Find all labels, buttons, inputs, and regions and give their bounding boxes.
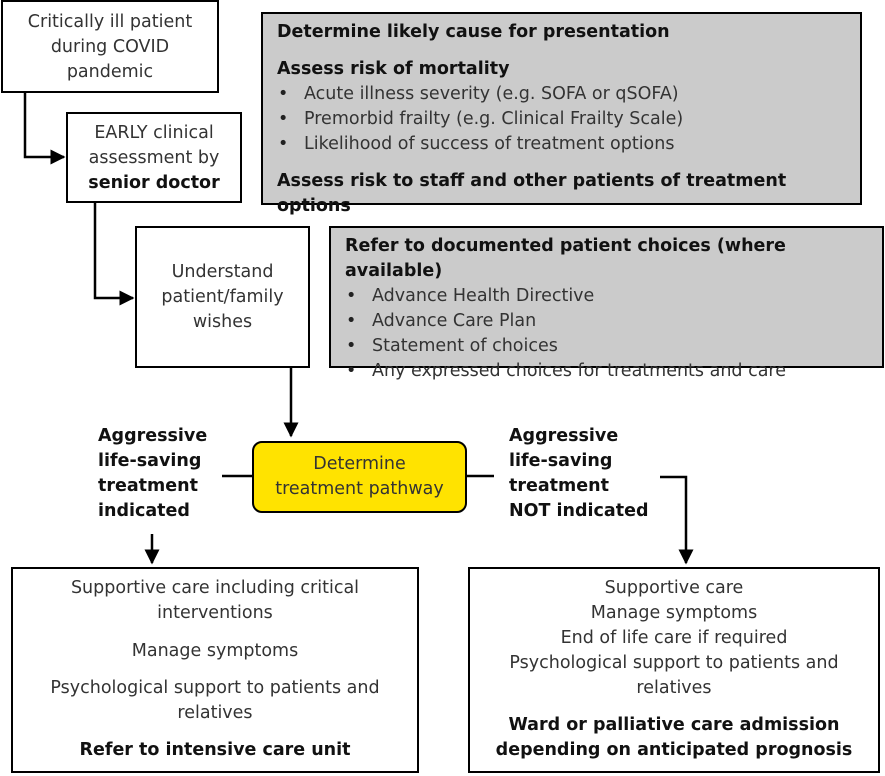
indicated-label-line: treatment	[98, 476, 198, 496]
early-assessment-box: EARLY clinical assessment by senior doct…	[66, 112, 242, 203]
choices-heading: Refer to documented patient choices (whe…	[345, 236, 786, 281]
mortality-list: Acute illness severity (e.g. SOFA or qSO…	[277, 82, 860, 157]
not-indicated-label: Aggressive life-saving treatment NOT ind…	[509, 424, 669, 524]
ward-bold: Ward or palliative care admission	[508, 715, 840, 735]
icu-line: Supportive care including critical	[70, 578, 360, 598]
icu-line: interventions	[157, 603, 273, 623]
wishes-line: wishes	[192, 312, 253, 332]
mortality-heading: Assess risk of mortality	[277, 59, 510, 79]
icu-refer: Refer to intensive care unit	[79, 740, 351, 760]
icu-psych: Psychological support to patients and	[50, 678, 380, 698]
ward-line: End of life care if required	[560, 628, 788, 648]
indicated-label-line: Aggressive	[98, 426, 208, 446]
pathway-line: Determine	[313, 454, 406, 474]
wishes-box: Understand patient/family wishes	[135, 226, 310, 368]
start-box: Critically ill patient during COVID pand…	[1, 0, 219, 93]
icu-symptoms: Manage symptoms	[131, 641, 299, 661]
choices-item: Statement of choices	[345, 334, 882, 359]
not-indicated-label-line: treatment	[509, 476, 609, 496]
early-line: EARLY clinical	[94, 123, 214, 143]
indicated-label-line: life-saving	[98, 451, 202, 471]
patient-choices-box: Refer to documented patient choices (whe…	[329, 226, 884, 384]
pathway-line: treatment pathway	[275, 479, 444, 499]
ward-bold: depending on anticipated prognosis	[495, 740, 853, 760]
staff-risk-text: Assess risk to staff and other patients …	[277, 171, 787, 216]
ward-line: Supportive care	[604, 578, 744, 598]
not-indicated-label-line: NOT indicated	[509, 501, 649, 521]
assessment-box: Determine likely cause for presentation …	[261, 12, 862, 216]
mortality-item: Likelihood of success of treatment optio…	[277, 132, 860, 157]
mortality-item: Premorbid frailty (e.g. Clinical Frailty…	[277, 107, 860, 132]
ward-line: Psychological support to patients and	[509, 653, 839, 673]
icu-pathway-box: Supportive care including critical inter…	[11, 567, 419, 773]
start-line: pandemic	[66, 62, 154, 82]
choices-item: Advance Care Plan	[345, 309, 882, 334]
assessment-heading: Determine likely cause for presentation	[277, 22, 670, 42]
choices-item: Advance Health Directive	[345, 284, 882, 309]
mortality-item: Acute illness severity (e.g. SOFA or qSO…	[277, 82, 860, 107]
not-indicated-label-line: Aggressive	[509, 426, 619, 446]
early-bold-line: senior doctor	[88, 173, 220, 193]
wishes-line: patient/family	[161, 287, 284, 307]
start-line: Critically ill patient	[27, 12, 193, 32]
icu-psych: relatives	[177, 703, 253, 723]
ward-pathway-box: Supportive care Manage symptoms End of l…	[468, 567, 880, 773]
arrow-early-to-wishes	[93, 202, 135, 306]
choices-list: Advance Health Directive Advance Care Pl…	[345, 284, 882, 384]
start-line: during COVID	[50, 37, 170, 57]
indicated-label: Aggressive life-saving treatment indicat…	[98, 424, 218, 524]
ward-line: relatives	[636, 678, 712, 698]
wishes-line: Understand	[171, 262, 274, 282]
ward-line: Manage symptoms	[590, 603, 758, 623]
early-line: assessment by	[88, 148, 220, 168]
choices-item: Any expressed choices for treatments and…	[345, 359, 882, 384]
arrow-to-ward-box	[660, 475, 694, 565]
arrow-start-to-early	[23, 92, 66, 165]
treatment-pathway-box: Determine treatment pathway	[252, 441, 467, 513]
not-indicated-label-line: life-saving	[509, 451, 613, 471]
indicated-label-line: indicated	[98, 501, 190, 521]
